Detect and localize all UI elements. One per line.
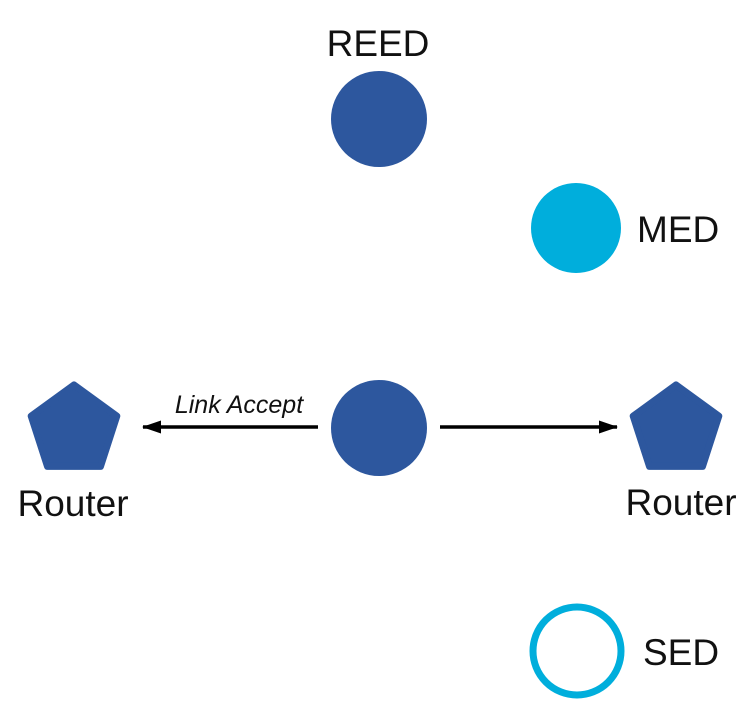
reed-label: REED	[327, 23, 430, 64]
router-right-label: Router	[625, 482, 736, 523]
sed-label: SED	[643, 632, 719, 673]
parent-node-circle	[331, 380, 427, 476]
router-left-pentagon	[31, 385, 117, 467]
reed-node-circle	[331, 71, 427, 167]
router-right-pentagon-edge	[629, 381, 723, 470]
router-left-label: Router	[17, 483, 128, 524]
med-label: MED	[637, 209, 719, 250]
router-right-pentagon	[633, 385, 719, 467]
sed-node-circle	[529, 603, 625, 699]
link-accept-label: Link Accept	[175, 391, 304, 419]
med-node-circle	[531, 183, 621, 273]
router-left-pentagon-edge	[27, 381, 121, 470]
